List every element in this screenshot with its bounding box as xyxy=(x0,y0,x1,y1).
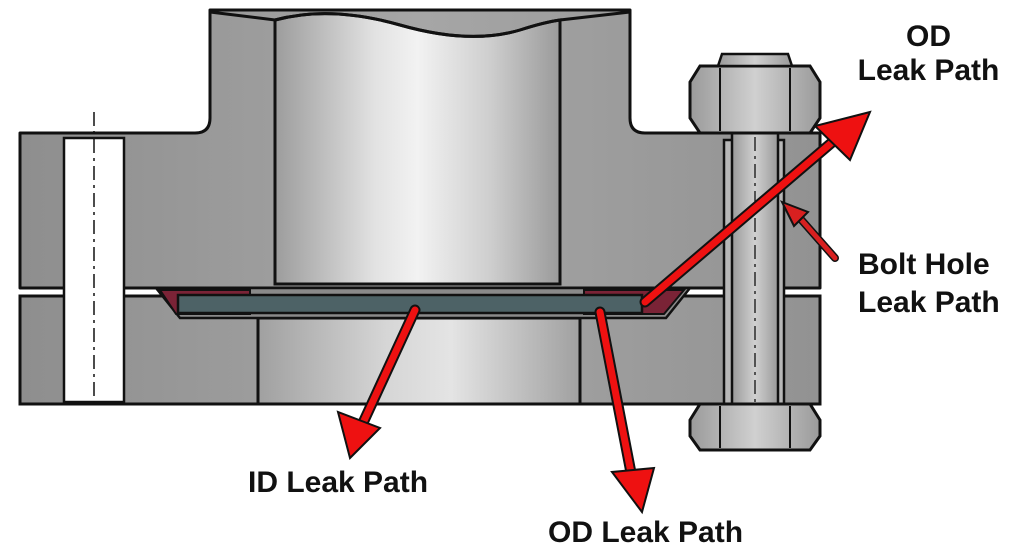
od-leak-arrow-top xyxy=(639,110,872,308)
bolt-label-line2: Leak Path xyxy=(858,286,1000,319)
od-leak-arrow-bottom xyxy=(594,306,656,515)
id-leak-arrow xyxy=(336,304,421,460)
id-leak-path-label: ID Leak Path xyxy=(248,466,429,499)
od-leak-path-label-bottom: OD Leak Path xyxy=(548,516,744,549)
bolt-hole-leak-arrow xyxy=(779,200,839,262)
upper-bore xyxy=(273,12,562,286)
bolt-label-line1: Bolt Hole xyxy=(858,248,990,281)
bottom-nut xyxy=(688,402,822,452)
od-label-line2: Leak Path xyxy=(857,54,1000,87)
od-leak-path-label-top: OD Leak Path xyxy=(846,20,1011,88)
bolt-hole-leak-path-label: Bolt Hole Leak Path xyxy=(858,248,1000,320)
top-nut xyxy=(688,64,822,135)
od-label-line1: OD xyxy=(906,20,951,53)
lower-bore xyxy=(256,316,582,406)
